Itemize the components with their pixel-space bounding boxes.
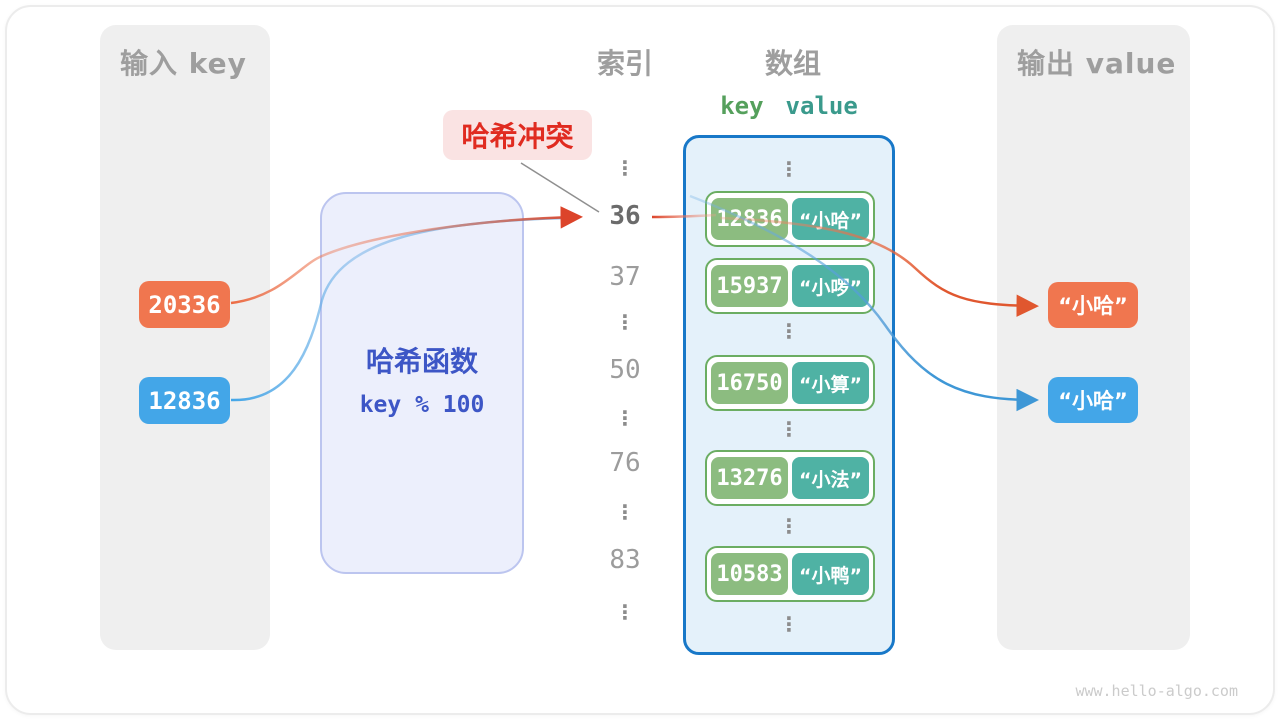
watermark: www.hello-algo.com [1075, 682, 1238, 700]
array-entry-16750: 16750 “小算” [705, 355, 875, 411]
hash-function-formula: key % 100 [359, 392, 485, 418]
index-ellipsis: ⋮ [615, 406, 635, 430]
array-entry-13276: 13276 “小法” [705, 450, 875, 506]
array-ellipsis: ⋮ [779, 612, 799, 636]
entry-value: “小哈” [792, 198, 869, 240]
entry-key: 16750 [711, 362, 788, 404]
index-ellipsis: ⋮ [615, 500, 635, 524]
input-panel [100, 25, 270, 650]
entry-value: “小鸭” [792, 553, 869, 595]
array-column-title: 数组 [764, 47, 821, 80]
index-column-title: 索引 [596, 47, 653, 80]
array-entry-10583: 10583 “小鸭” [705, 546, 875, 602]
input-key-12836: 12836 [139, 377, 230, 424]
key-header-label: key [720, 92, 764, 120]
array-entry-15937: 15937 “小啰” [705, 258, 875, 314]
output-value-blue: “小哈” [1048, 377, 1138, 423]
array-ellipsis: ⋮ [779, 319, 799, 343]
index-50: 50 [609, 355, 641, 385]
output-panel-title: 输出 value [1017, 47, 1177, 80]
hash-function-title: 哈希函数 [365, 345, 478, 378]
output-value-orange: “小哈” [1048, 282, 1138, 328]
input-panel-title: 输入 key [120, 47, 247, 80]
entry-value: “小法” [792, 457, 869, 499]
entry-key: 15937 [711, 265, 788, 307]
index-ellipsis: ⋮ [615, 310, 635, 334]
entry-value: “小算” [792, 362, 869, 404]
index-36: 36 [609, 201, 641, 231]
index-83: 83 [609, 545, 641, 575]
array-kv-header: key value [683, 92, 895, 120]
entry-key: 13276 [711, 457, 788, 499]
index-76: 76 [609, 448, 641, 478]
entry-key: 10583 [711, 553, 788, 595]
index-37: 37 [609, 262, 641, 292]
entry-key: 12836 [711, 198, 788, 240]
array-panel: ⋮ 12836 “小哈” 15937 “小啰” ⋮ 16750 “小算” ⋮ 1… [683, 135, 895, 655]
index-ellipsis: ⋮ [615, 600, 635, 624]
array-ellipsis: ⋮ [779, 417, 799, 441]
array-ellipsis: ⋮ [779, 157, 799, 181]
input-key-20336: 20336 [139, 281, 230, 328]
hash-function-box: 哈希函数 key % 100 [320, 192, 524, 574]
array-entry-12836: 12836 “小哈” [705, 191, 875, 247]
index-ellipsis: ⋮ [615, 156, 635, 180]
value-header-label: value [785, 92, 858, 120]
hash-collision-badge: 哈希冲突 [443, 110, 592, 160]
entry-value: “小啰” [792, 265, 869, 307]
output-panel [997, 25, 1190, 650]
array-ellipsis: ⋮ [779, 514, 799, 538]
